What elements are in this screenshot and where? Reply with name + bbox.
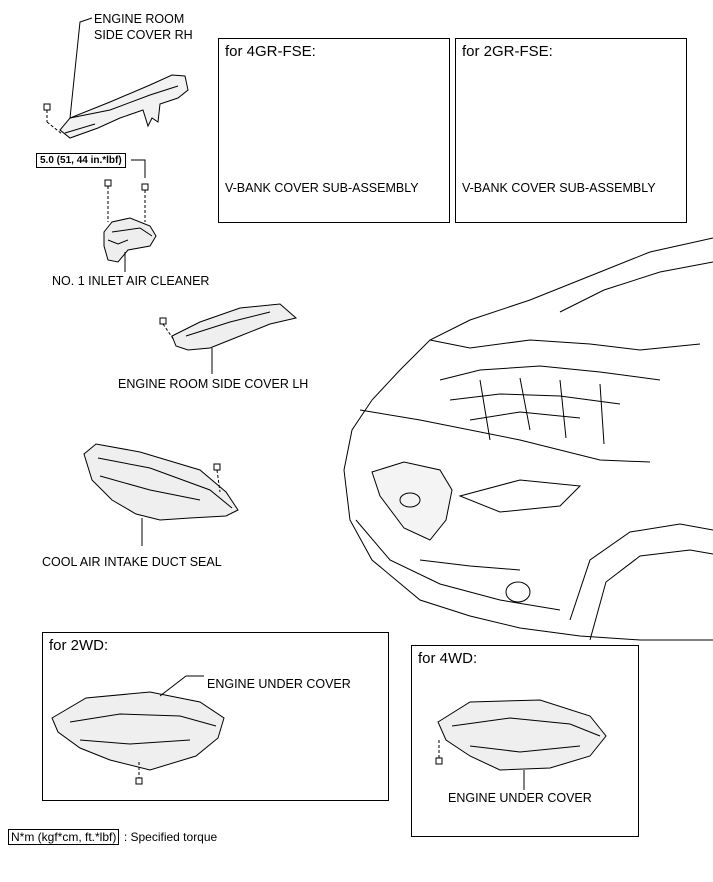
engine-room-side-cover-rh-label-line2: SIDE COVER RH bbox=[94, 28, 193, 42]
engine-under-cover-2wd-label: ENGINE UNDER COVER bbox=[207, 677, 351, 691]
engine-under-cover-4wd-drawing bbox=[435, 699, 607, 790]
torque-specification-badge: 5.0 (51, 44 in.*lbf) bbox=[36, 153, 126, 168]
engine-under-cover-4wd-label: ENGINE UNDER COVER bbox=[448, 791, 592, 805]
box-2wd-title: for 2WD: bbox=[49, 637, 109, 654]
vbank-cover-4gr-label: V-BANK COVER SUB-ASSEMBLY bbox=[225, 181, 419, 195]
no1-inlet-air-cleaner-label: NO. 1 INLET AIR CLEANER bbox=[52, 274, 210, 288]
legend: N*m (kgf*cm, ft.*lbf) : Specified torque bbox=[8, 828, 217, 846]
engine-room-side-cover-rh-label-line1: ENGINE ROOM bbox=[94, 12, 185, 26]
box-2wd: for 2WD: ENGINE UNDER COVER bbox=[42, 632, 389, 801]
box-2gr-fse-title: for 2GR-FSE: bbox=[462, 43, 553, 60]
box-4wd: for 4WD: ENGINE UNDER COVER bbox=[411, 645, 639, 837]
no1-inlet-air-cleaner-drawing bbox=[103, 159, 157, 272]
box-2gr-fse: for 2GR-FSE: V-BANK COVER SUB-ASSEMBLY bbox=[455, 38, 687, 223]
cool-air-intake-duct-seal-label: COOL AIR INTAKE DUCT SEAL bbox=[42, 555, 222, 569]
box-4gr-fse: for 4GR-FSE: V-BANK COVER SUB-ASSEMBLY bbox=[218, 38, 450, 223]
engine-under-cover-2wd-drawing bbox=[51, 675, 225, 785]
legend-torque-box: N*m (kgf*cm, ft.*lbf) bbox=[8, 829, 120, 845]
engine-room-side-cover-lh-drawing bbox=[159, 303, 298, 374]
engine-room-side-cover-lh-label: ENGINE ROOM SIDE COVER LH bbox=[118, 377, 309, 391]
engine-room-side-cover-rh-drawing bbox=[43, 17, 189, 139]
cool-air-intake-duct-seal-drawing bbox=[83, 443, 239, 546]
box-4gr-fse-title: for 4GR-FSE: bbox=[225, 43, 316, 60]
box-4wd-title: for 4WD: bbox=[418, 650, 478, 667]
legend-text: : Specified torque bbox=[123, 830, 218, 844]
vbank-cover-2gr-label: V-BANK COVER SUB-ASSEMBLY bbox=[462, 181, 656, 195]
car-front-drawing bbox=[343, 237, 713, 641]
